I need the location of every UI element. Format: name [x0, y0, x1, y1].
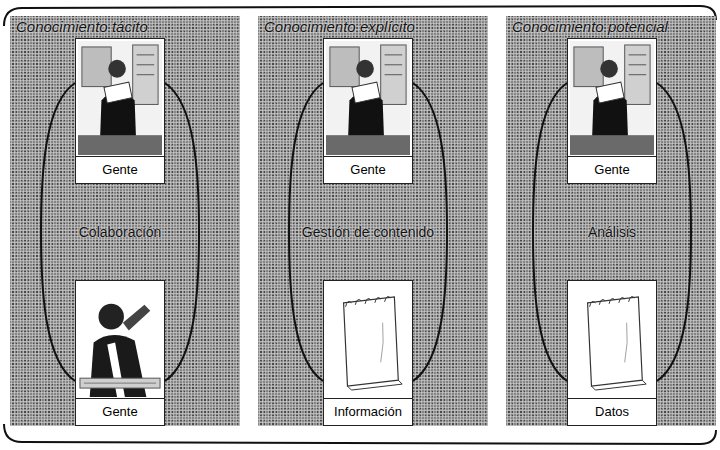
panel-heading: Conocimiento potencial	[512, 18, 712, 35]
box-label: Gente	[76, 398, 164, 425]
illustration	[570, 283, 654, 397]
box-label: Información	[324, 398, 412, 425]
edge-label: Colaboración	[79, 224, 162, 240]
oval-connector	[533, 83, 691, 381]
knowledge-panel: Conocimiento potencialGenteDatos	[506, 16, 716, 426]
box-label: Gente	[76, 156, 164, 183]
edge-label: Análisis	[588, 224, 636, 240]
picture-box: Gente	[75, 38, 165, 184]
bottom-bracket	[4, 424, 716, 444]
box-label: Gente	[324, 156, 412, 183]
picture-box: Gente	[75, 280, 165, 426]
illustration	[78, 283, 162, 397]
picture-box: Gente	[323, 38, 413, 184]
knowledge-panel: Conocimiento tácitoGenteGente	[10, 16, 240, 426]
panel-heading: Conocimiento explícito	[264, 18, 484, 35]
box-label: Datos	[568, 398, 656, 425]
illustration	[326, 41, 410, 155]
illustration	[78, 41, 162, 155]
panel-heading: Conocimiento tácito	[16, 18, 236, 35]
oval-connector	[41, 83, 199, 381]
illustration	[570, 41, 654, 155]
picture-box: Datos	[567, 280, 657, 426]
illustration	[326, 283, 410, 397]
oval-connector	[289, 83, 447, 381]
picture-box: Información	[323, 280, 413, 426]
box-label: Gente	[568, 156, 656, 183]
edge-label: Gestión de contenido	[302, 224, 434, 240]
picture-box: Gente	[567, 38, 657, 184]
knowledge-panel: Conocimiento explícitoGenteInformación	[258, 16, 488, 426]
